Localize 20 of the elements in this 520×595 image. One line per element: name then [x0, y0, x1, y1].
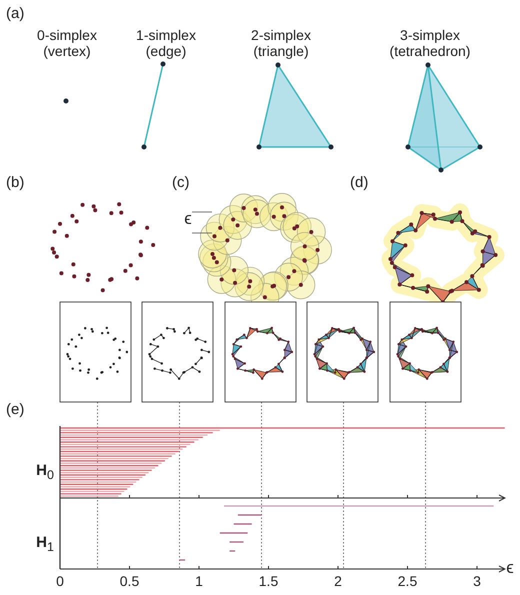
panel-label: (d) [350, 175, 368, 191]
panel-label: (a) [6, 6, 24, 22]
tick-label: 3 [473, 573, 481, 589]
panel-label: (e) [6, 402, 24, 418]
panel-label: (c) [172, 175, 190, 191]
epsilon-symbol: ϵ [184, 211, 192, 227]
simplex-caption: 0-simplex (vertex) [36, 27, 98, 59]
tick-label: 0 [56, 573, 64, 589]
simplex-caption: 3-simplex (tetrahedron) [388, 27, 472, 59]
simplex-caption: 1-simplex (edge) [135, 27, 197, 59]
tick-label: 0.5 [120, 573, 140, 589]
axis-label: H$_{1}$ [36, 535, 54, 555]
axis-title: ϵ [506, 560, 514, 576]
simplex-caption: 2-simplex (triangle) [250, 27, 312, 59]
tick-label: 2.5 [398, 573, 418, 589]
axis-label: H$_{0}$ [36, 463, 54, 483]
tick-label: 2 [334, 573, 342, 589]
panel-label: (b) [6, 175, 24, 191]
tick-label: 1.5 [258, 573, 278, 589]
tick-label: 1 [195, 573, 203, 589]
